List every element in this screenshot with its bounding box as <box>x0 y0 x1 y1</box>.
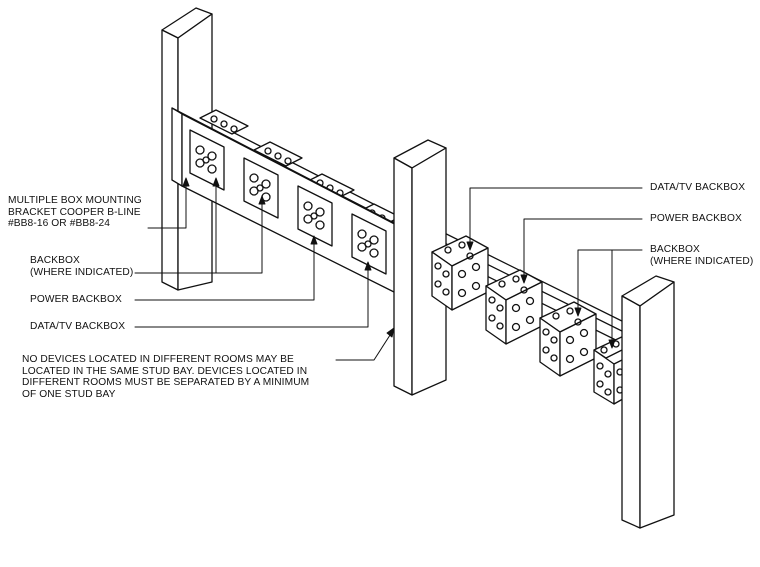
bracket-backbox-top-2 <box>253 141 303 167</box>
cube-backbox-3 <box>539 301 597 377</box>
right-power-backbox-text: POWER BACKBOX <box>650 213 742 224</box>
right-power-backbox-label: POWER BACKBOX <box>650 213 742 225</box>
stud-bay-note-line-4: OF ONE STUD BAY <box>22 388 116 400</box>
bracket-label-line-2: BRACKET COOPER B-LINE <box>8 206 141 218</box>
bracket-opening-2 <box>243 157 279 219</box>
leader-lines <box>134 177 643 361</box>
right-stud <box>621 275 675 529</box>
left-datatv-backbox-label: DATA/TV BACKBOX <box>30 321 125 333</box>
right-datatv-backbox-label: DATA/TV BACKBOX <box>650 182 745 194</box>
stud-bay-note: NO DEVICES LOCATED IN DIFFERENT ROOMS MA… <box>22 354 309 400</box>
right-backbox-label-line-1: BACKBOX <box>650 244 700 255</box>
bracket-label: MULTIPLE BOX MOUNTING BRACKET COOPER B-L… <box>8 195 142 230</box>
mounting-bracket-assembly <box>171 107 407 299</box>
left-backbox-label-line-2: (WHERE INDICATED) <box>30 266 134 278</box>
left-datatv-backbox-text: DATA/TV BACKBOX <box>30 321 126 332</box>
bracket-opening-3 <box>297 185 333 247</box>
bracket-label-line-1: MULTIPLE BOX MOUNTING <box>8 195 142 206</box>
right-datatv-backbox-text: DATA/TV BACKBOX <box>650 182 746 193</box>
stud-bay-note-line-2: LOCATED IN THE SAME STUD BAY. DEVICES LO… <box>22 365 308 377</box>
left-backbox-label-line-1: BACKBOX <box>30 255 80 266</box>
center-stud <box>393 139 447 396</box>
cube-backbox-2 <box>485 269 543 345</box>
left-power-backbox-label: POWER BACKBOX <box>30 294 122 306</box>
left-backbox-label: BACKBOX (WHERE INDICATED) <box>30 255 133 278</box>
right-backbox-label-line-2: (WHERE INDICATED) <box>650 255 754 267</box>
bracket-opening-1 <box>189 129 225 191</box>
bracket-opening-4 <box>351 213 387 275</box>
bracket-backbox-top-1 <box>199 109 249 135</box>
bracket-plate <box>171 107 183 187</box>
right-backbox-label: BACKBOX (WHERE INDICATED) <box>650 244 753 267</box>
cube-backbox-1 <box>431 235 489 311</box>
stud-bay-note-line-1: NO DEVICES LOCATED IN DIFFERENT ROOMS MA… <box>22 354 294 365</box>
left-power-backbox-text: POWER BACKBOX <box>30 294 122 305</box>
stud-bay-note-line-3: DIFFERENT ROOMS MUST BE SEPARATED BY A M… <box>22 377 310 389</box>
bracket-label-line-3: #BB8-16 OR #BB8-24 <box>8 218 111 230</box>
